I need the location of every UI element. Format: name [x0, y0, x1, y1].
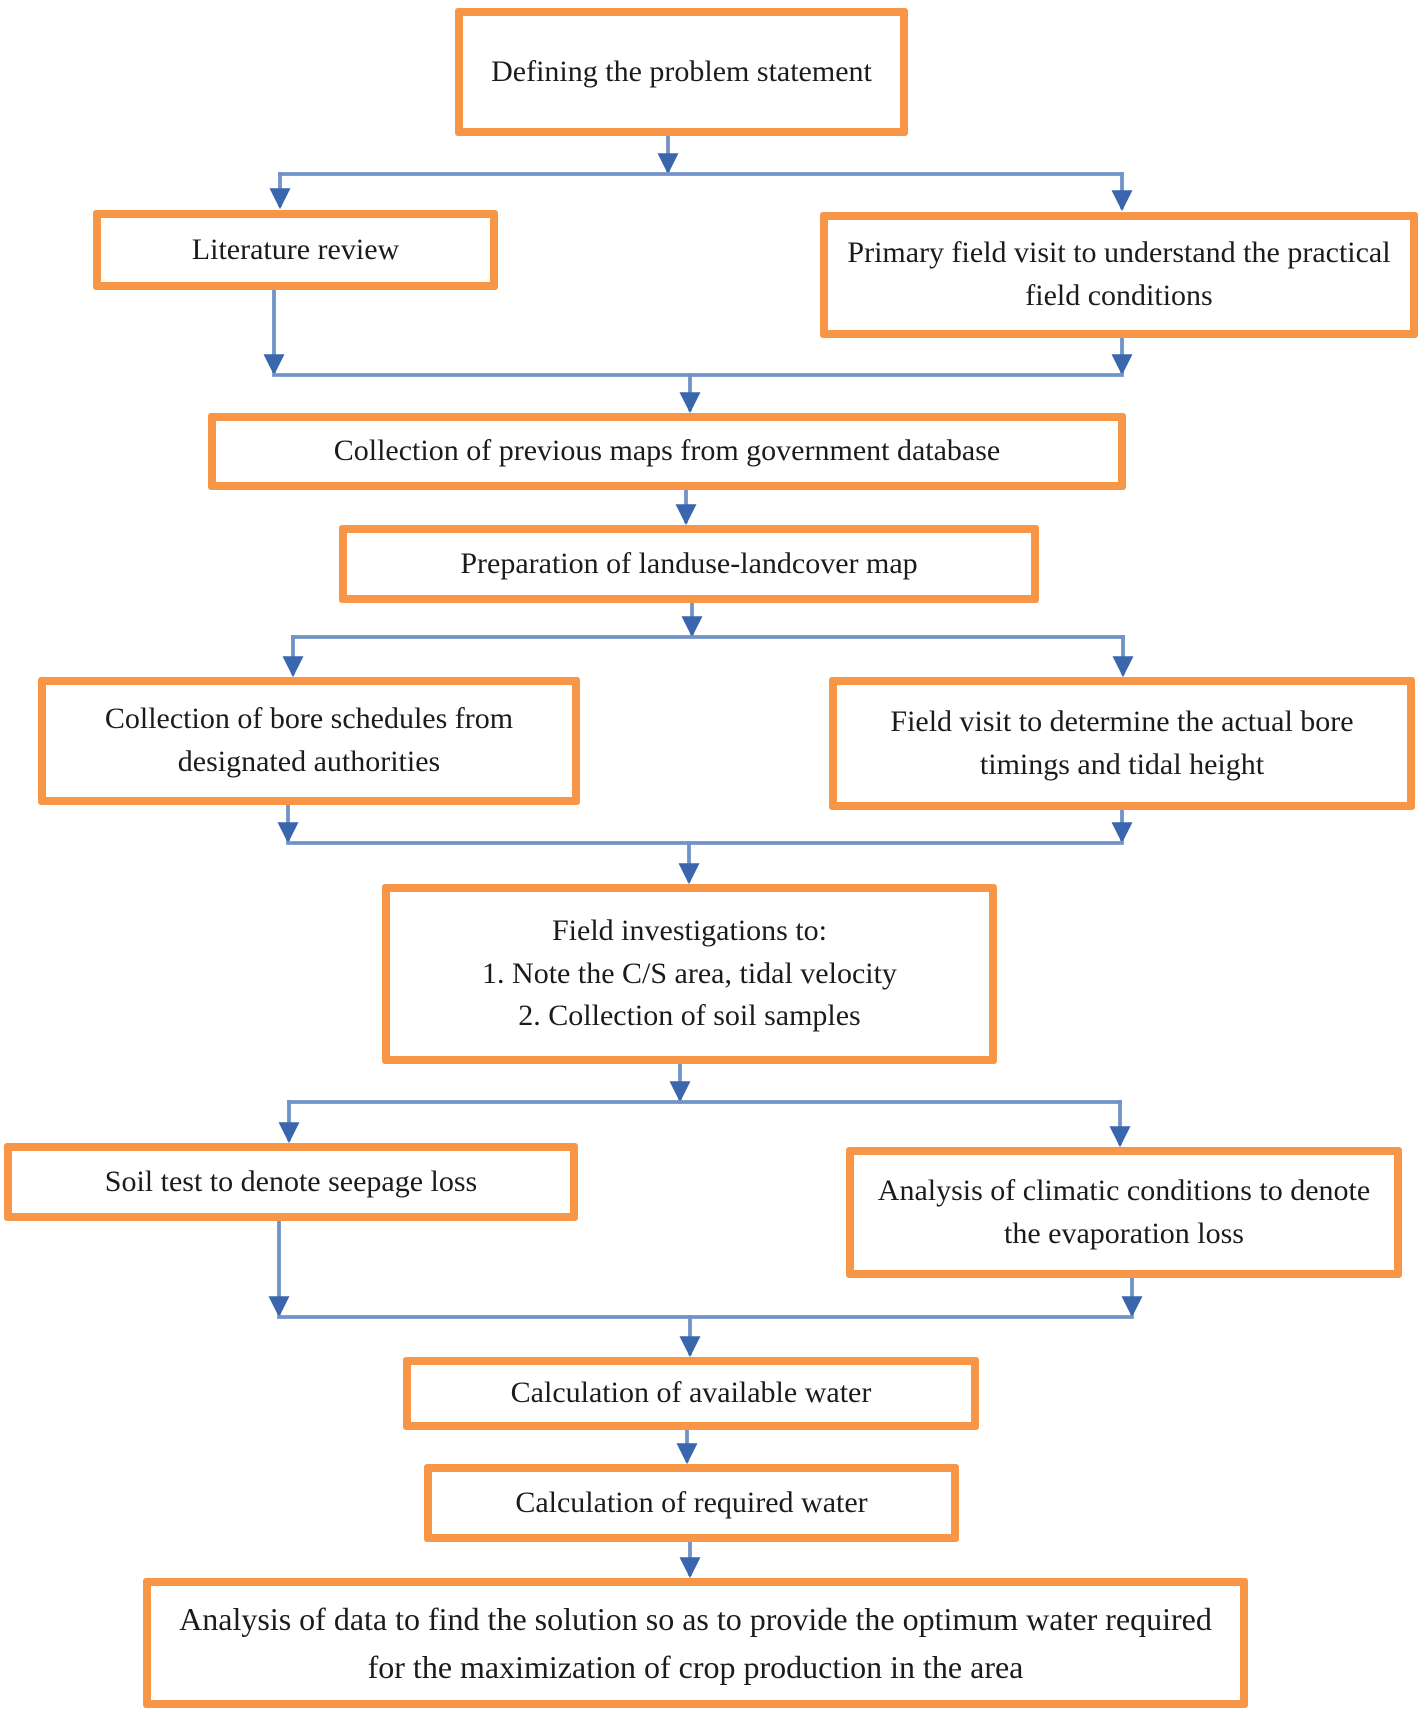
node-landuse-landcover-map: Preparation of landuse-landcover map — [339, 525, 1039, 603]
node-literature-review: Literature review — [93, 210, 498, 290]
node-calculation-required-water: Calculation of required water — [424, 1464, 959, 1542]
node-label: Calculation of available water — [510, 1376, 872, 1410]
node-label: Defining the problem statement — [491, 54, 872, 88]
node-climatic-analysis: Analysis of climatic conditions to denot… — [846, 1147, 1402, 1278]
node-collection-previous-maps: Collection of previous maps from governm… — [208, 413, 1126, 490]
node-field-investigations: Field investigations to: 1. Note the C/S… — [382, 884, 997, 1064]
node-label-line2: 1. Note the C/S area, tidal velocity — [482, 956, 897, 990]
node-defining-problem: Defining the problem statement — [455, 8, 908, 136]
node-label: Collection of previous maps from governm… — [333, 434, 1001, 468]
node-label: Field visit to determine the actual bore… — [890, 704, 1354, 781]
node-label: Collection of bore schedules from design… — [104, 702, 514, 778]
node-label: Calculation of required water — [515, 1485, 868, 1519]
node-primary-field-visit: Primary field visit to understand the pr… — [820, 212, 1418, 338]
node-label: Soil test to denote seepage loss — [104, 1164, 478, 1198]
node-label: Preparation of landuse-landcover map — [460, 546, 918, 580]
node-label-line1: Field investigations to: — [552, 914, 827, 948]
node-calculation-available-water: Calculation of available water — [403, 1357, 979, 1430]
node-field-visit-bore-timings: Field visit to determine the actual bore… — [829, 677, 1415, 810]
node-label: Analysis of climatic conditions to denot… — [877, 1173, 1371, 1250]
node-label: Primary field visit to understand the pr… — [847, 236, 1391, 312]
node-label-line3: 2. Collection of soil samples — [518, 999, 861, 1033]
node-soil-test: Soil test to denote seepage loss — [4, 1143, 578, 1221]
node-final-analysis: Analysis of data to find the solution so… — [143, 1578, 1248, 1708]
node-bore-schedules: Collection of bore schedules from design… — [38, 677, 580, 805]
node-label: Analysis of data to find the solution so… — [179, 1601, 1212, 1685]
node-label: Literature review — [191, 232, 400, 266]
